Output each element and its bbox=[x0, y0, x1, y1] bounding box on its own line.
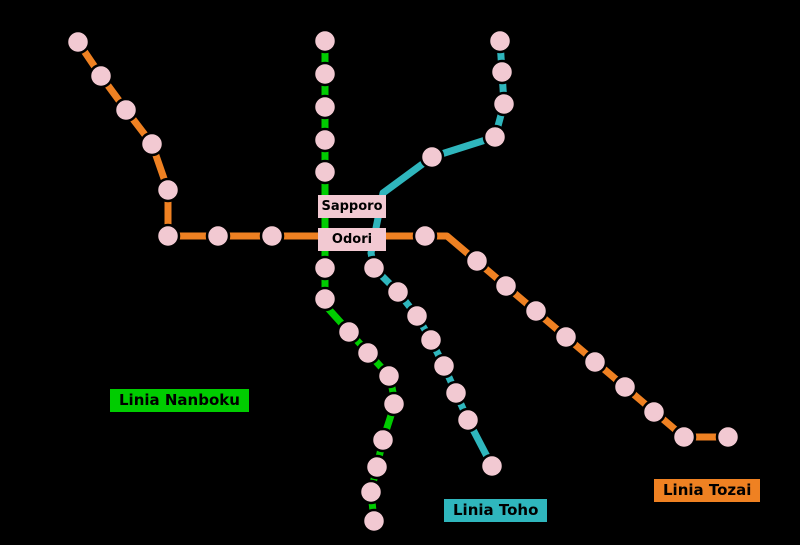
station-tozai bbox=[641, 399, 667, 425]
station-tozai bbox=[612, 374, 638, 400]
station-tozai bbox=[205, 223, 231, 249]
station-box-sapporo: Sapporo bbox=[318, 195, 386, 218]
station-tozai bbox=[412, 223, 438, 249]
station-toho bbox=[385, 279, 411, 305]
station-toho bbox=[489, 59, 515, 85]
station-nanboku bbox=[370, 427, 396, 453]
station-tozai bbox=[582, 349, 608, 375]
station-tozai bbox=[155, 177, 181, 203]
station-tozai bbox=[88, 63, 114, 89]
station-nanboku bbox=[312, 255, 338, 281]
station-nanboku bbox=[355, 340, 381, 366]
station-nanboku bbox=[358, 479, 384, 505]
station-tozai bbox=[155, 223, 181, 249]
station-toho bbox=[431, 353, 457, 379]
station-toho bbox=[418, 327, 444, 353]
station-toho bbox=[487, 28, 513, 54]
station-nanboku bbox=[336, 319, 362, 345]
station-nanboku bbox=[312, 28, 338, 54]
station-tozai bbox=[65, 29, 91, 55]
line-label-toho: Linia Toho bbox=[444, 499, 548, 522]
station-nanboku bbox=[312, 286, 338, 312]
station-nanboku bbox=[312, 159, 338, 185]
station-nanboku bbox=[376, 363, 402, 389]
station-tozai bbox=[523, 298, 549, 324]
station-tozai bbox=[464, 248, 490, 274]
station-box-odori: Odori bbox=[318, 228, 386, 251]
station-toho bbox=[479, 453, 505, 479]
station-toho bbox=[455, 407, 481, 433]
station-toho bbox=[491, 91, 517, 117]
station-nanboku bbox=[361, 508, 387, 534]
station-tozai bbox=[553, 324, 579, 350]
station-tozai bbox=[671, 424, 697, 450]
station-tozai bbox=[139, 131, 165, 157]
station-tozai bbox=[493, 273, 519, 299]
station-toho bbox=[404, 303, 430, 329]
station-nanboku bbox=[364, 454, 390, 480]
station-nanboku bbox=[312, 127, 338, 153]
station-tozai bbox=[113, 97, 139, 123]
station-nanboku bbox=[381, 391, 407, 417]
station-toho bbox=[443, 380, 469, 406]
station-toho bbox=[361, 255, 387, 281]
line-label-nanboku: Linia Nanboku bbox=[110, 389, 249, 412]
station-tozai bbox=[715, 424, 741, 450]
station-nanboku bbox=[312, 94, 338, 120]
station-nanboku bbox=[312, 61, 338, 87]
station-tozai bbox=[259, 223, 285, 249]
line-label-tozai: Linia Tozai bbox=[654, 479, 761, 502]
station-toho bbox=[419, 144, 445, 170]
station-toho bbox=[482, 124, 508, 150]
